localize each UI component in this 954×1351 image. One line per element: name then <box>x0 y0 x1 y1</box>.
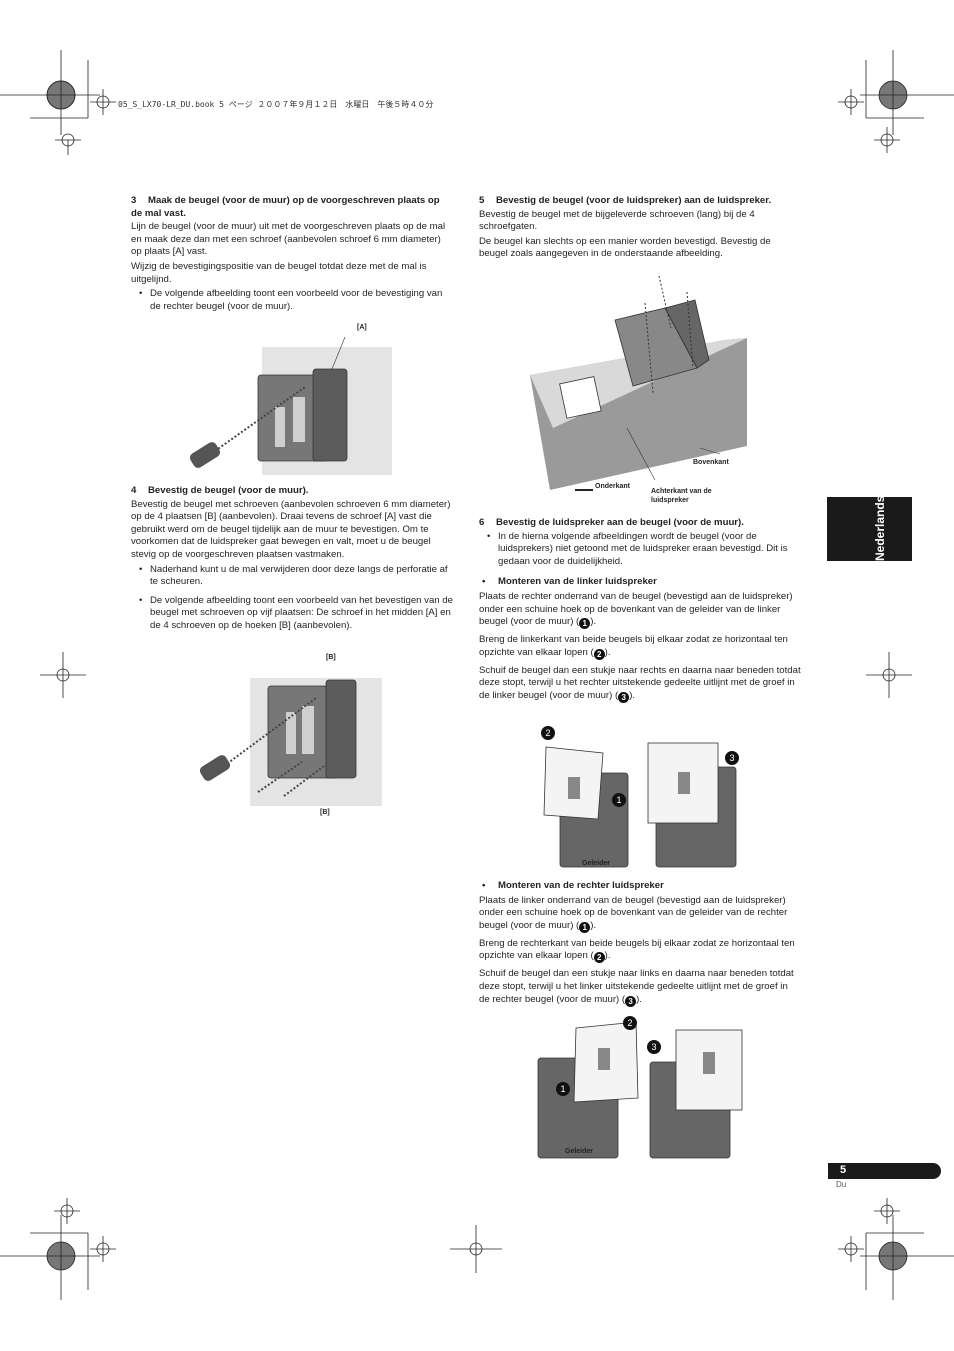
step-3-text-2: Wijzig de bevestigingspositie van de beu… <box>131 260 427 285</box>
step-5-text-2: De beugel kan slechts op een manier word… <box>479 235 771 260</box>
fig2-label-b-bottom: [B] <box>320 809 330 816</box>
right-speaker-text-3: Schuif de beugel dan een stukje naar lin… <box>479 968 794 1007</box>
right-speaker-text-1: Plaats de linker onderrand van de beugel… <box>479 894 788 933</box>
circle-3-icon: 3 <box>625 995 637 1007</box>
svg-text:1: 1 <box>560 1084 565 1094</box>
circle-1-icon: 1 <box>579 921 591 933</box>
fig4-label-geleider: Geleider <box>582 860 611 867</box>
step-4-bullet-1: Naderhand kunt u de mal verwijderen door… <box>131 564 453 589</box>
svg-text:1: 1 <box>616 795 621 805</box>
right-speaker-heading: Monteren van de rechter luidspreker <box>479 880 801 893</box>
figure-wall-bracket-five-screws <box>199 678 382 806</box>
circle-3-icon: 3 <box>618 691 630 703</box>
svg-text:2: 2 <box>627 1018 632 1028</box>
fig3-label-onderkant: Onderkant <box>595 483 631 490</box>
page-language-code: Du <box>836 1180 847 1189</box>
svg-text:2: 2 <box>545 728 550 738</box>
step-3-bullet: De volgende afbeelding toont een voorbee… <box>131 288 453 313</box>
language-side-tab: Nederlands <box>827 496 912 561</box>
svg-text:3: 3 <box>729 753 734 763</box>
left-speaker-heading: Monteren van de linker luidspreker <box>479 576 801 589</box>
step-5-text-1: Bevestig de beugel met de bijgeleverde s… <box>479 208 755 233</box>
fig3-label-bovenkant: Bovenkant <box>693 459 729 466</box>
arrow-left-icon <box>575 489 593 491</box>
file-header: 05_S_LX70-LR_DU.book 5 ページ ２００７年９月１２日 水曜… <box>118 100 434 109</box>
step-4-text: Bevestig de beugel met schroeven (aanbev… <box>131 498 451 560</box>
left-speaker-text-3: Schuif de beugel dan een stukje naar rec… <box>479 664 801 703</box>
page-number-badge: 5 <box>828 1163 941 1179</box>
svg-text:3: 3 <box>651 1042 656 1052</box>
circle-2-icon: 2 <box>593 648 605 660</box>
left-speaker-text-2: Breng de linkerkant van beide beugels bi… <box>479 634 788 660</box>
figure-speaker-bracket <box>530 275 747 490</box>
figure-mount-right-speaker: 2 3 1 <box>537 1016 743 1159</box>
step-4-bullet-2: De volgende afbeelding toont een voorbee… <box>131 595 453 633</box>
circle-1-icon: 1 <box>579 618 591 630</box>
fig1-label-a: [A] <box>357 324 367 331</box>
step-6-bullet: In de hierna volgende afbeeldingen wordt… <box>479 531 801 569</box>
right-speaker-text-2: Breng de rechterkant van beide beugels b… <box>479 937 795 964</box>
fig5-label-geleider: Geleider <box>565 1148 594 1155</box>
left-speaker-text-1: Plaats de rechter onderrand van de beuge… <box>479 590 793 630</box>
fig3-label-achterkant: Achterkant van de luidspreker <box>651 488 712 504</box>
figure-mount-left-speaker: 2 1 3 <box>541 726 739 868</box>
figure-wall-bracket-screw <box>189 336 392 475</box>
step-3-text-1: Lijn de beugel (voor de muur) uit met de… <box>131 221 446 258</box>
fig2-label-b-top: [B] <box>326 654 336 661</box>
page-number: 5 <box>840 1164 847 1176</box>
circle-2-icon: 2 <box>593 952 605 964</box>
right-speaker-section: Monteren van de rechter luidspreker Plaa… <box>479 880 801 1009</box>
